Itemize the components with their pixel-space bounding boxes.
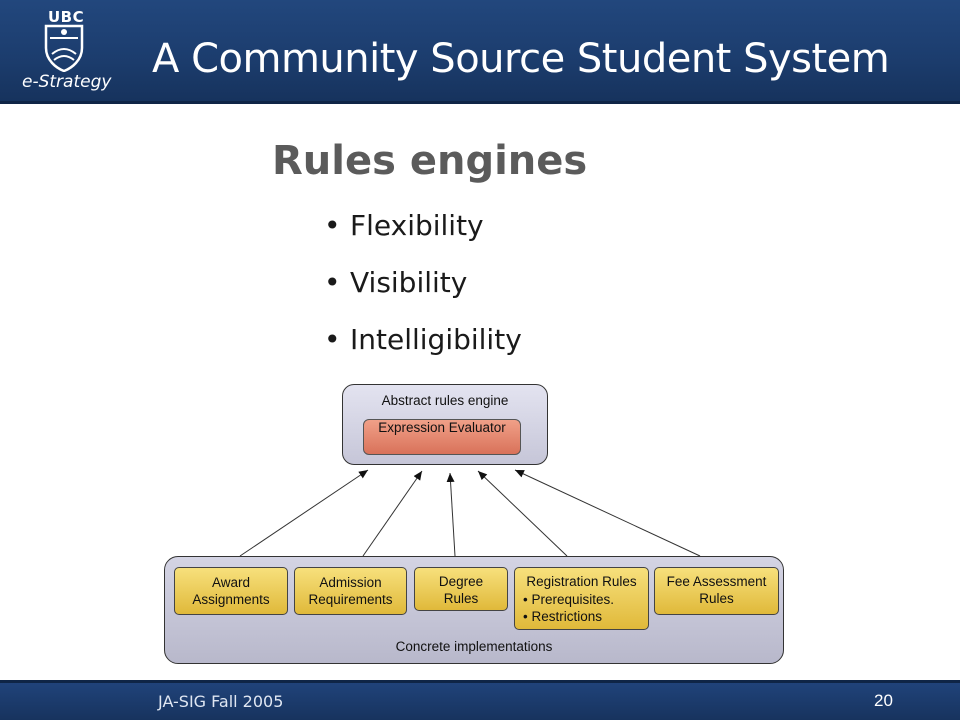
- award-assignments-box: Award Assignments: [174, 567, 288, 615]
- slide-title: Rules engines: [272, 138, 588, 184]
- registration-rules-box: Registration Rules • Prerequisites. • Re…: [514, 567, 649, 630]
- admission-requirements-box: Admission Requirements: [294, 567, 407, 615]
- abstract-rules-engine-label: Abstract rules engine: [381, 393, 509, 408]
- award-assignments-label: Award Assignments: [192, 575, 270, 607]
- registration-rules-list: • Prerequisites. • Restrictions: [523, 591, 648, 625]
- registration-rules-label: Registration Rules: [526, 574, 637, 589]
- conference-label: JA-SIG Fall 2005: [158, 692, 284, 711]
- bullet-item: •Flexibility: [324, 209, 484, 242]
- bullet-item: •Intelligibility: [324, 323, 522, 356]
- ubc-logo: UBC e-Strategy: [8, 6, 128, 98]
- crest-icon: [44, 24, 84, 72]
- fee-assessment-rules-label: Fee Assessment Rules: [666, 574, 767, 606]
- registration-rule-item: • Prerequisites.: [523, 592, 615, 607]
- expression-evaluator-box: Expression Evaluator: [363, 419, 521, 455]
- degree-rules-box: Degree Rules: [414, 567, 508, 611]
- header-title: A Community Source Student System: [152, 36, 890, 82]
- logo-text: UBC: [48, 8, 85, 26]
- bullet-list: •Flexibility •Visibility •Intelligibilit…: [324, 204, 522, 375]
- bullet-text: Intelligibility: [350, 323, 522, 356]
- arrow-degree: [446, 472, 456, 557]
- arrow-fee: [514, 469, 701, 557]
- arrow-award: [239, 469, 369, 557]
- arrow-admission: [362, 470, 423, 557]
- arrow-registration: [477, 470, 568, 557]
- bullet-item: •Visibility: [324, 266, 468, 299]
- page-number: 20: [874, 691, 893, 710]
- bullet-text: Flexibility: [350, 209, 484, 242]
- registration-rule-item: • Restrictions: [523, 609, 602, 624]
- degree-rules-label: Degree Rules: [438, 574, 484, 606]
- logo-subtext: e-Strategy: [22, 72, 112, 92]
- abstract-rules-engine-box: Abstract rules engine Expression Evaluat…: [342, 384, 548, 465]
- header-banner: UBC e-Strategy A Community Source Studen…: [0, 0, 960, 104]
- concrete-implementations-label: Concrete implementations: [395, 639, 553, 654]
- admission-requirements-label: Admission Requirements: [308, 575, 393, 607]
- footer-banner: JA-SIG Fall 2005 20: [0, 680, 960, 720]
- bullet-text: Visibility: [350, 266, 468, 299]
- fee-assessment-rules-box: Fee Assessment Rules: [654, 567, 779, 615]
